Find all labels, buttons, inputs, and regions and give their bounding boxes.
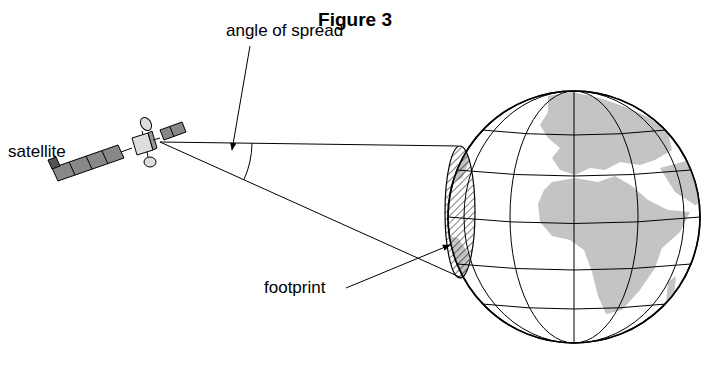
africa — [538, 176, 690, 314]
globe — [440, 91, 702, 343]
angle-label: angle of spread — [226, 22, 343, 41]
footprint-area — [445, 146, 475, 278]
beam-lines — [160, 142, 462, 278]
europe — [540, 92, 672, 175]
angle-arc — [244, 143, 252, 180]
madagascar — [666, 276, 676, 304]
footprint-leader — [346, 245, 450, 288]
footprint-label: footprint — [264, 279, 325, 298]
satellite-icon — [48, 115, 186, 181]
satellite-label: satellite — [8, 143, 66, 162]
angle-leader — [232, 46, 250, 150]
